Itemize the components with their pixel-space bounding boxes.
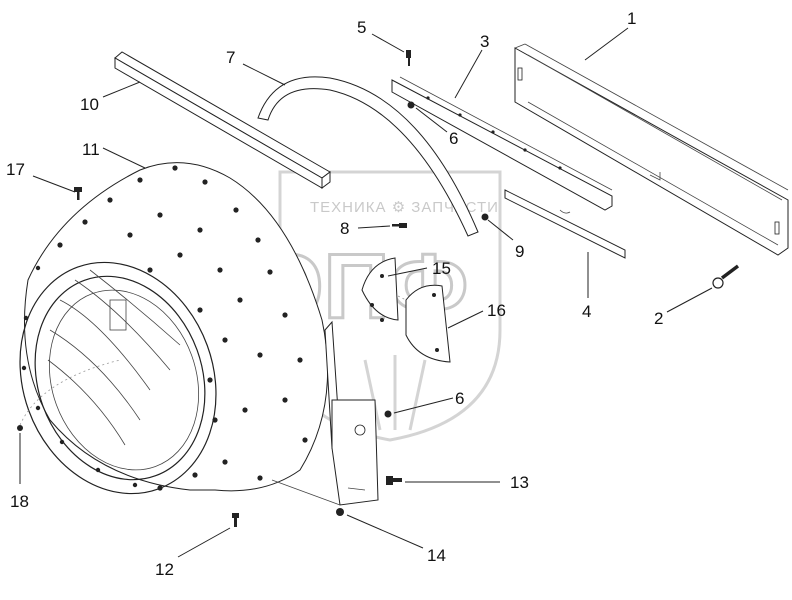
part-1-channel	[514, 43, 789, 256]
part-4-bar	[504, 189, 626, 259]
part-15-bracket	[361, 257, 399, 322]
callout-12: 12	[155, 560, 174, 579]
callout-16: 16	[487, 301, 506, 320]
callout-18: 18	[10, 492, 29, 511]
callout-6-upper: 6	[449, 129, 458, 148]
mounting-bracket	[271, 320, 379, 506]
callout-1: 1	[627, 9, 636, 28]
fastener-13-bolt	[386, 476, 402, 485]
fastener-9-nut	[481, 213, 489, 221]
part-7-arc-strip	[257, 76, 479, 237]
callout-15: 15	[432, 259, 451, 278]
rivets	[21, 165, 308, 491]
fastener-8-bolt	[392, 223, 407, 228]
part-16-half-ring	[397, 284, 451, 363]
callout-8: 8	[340, 219, 349, 238]
callout-11: 11	[82, 140, 100, 159]
callout-labels: 1 2 3 4 5 6 6 7 8 9 10 11 12 13 14 15 16…	[6, 9, 663, 579]
callout-5: 5	[357, 18, 366, 37]
part-3-rail	[391, 76, 613, 211]
fastener-18-nut	[17, 359, 121, 431]
fastener-5-bolt	[406, 50, 411, 66]
leader-lines	[19, 27, 713, 558]
callout-10: 10	[80, 95, 99, 114]
fastener-12-bolt	[232, 513, 239, 527]
callout-9: 9	[515, 242, 524, 261]
callout-17: 17	[6, 160, 25, 179]
fastener-17-bolt	[74, 187, 82, 200]
callout-13: 13	[510, 473, 529, 492]
fastener-6-nut-lower	[384, 410, 392, 418]
callout-14: 14	[427, 546, 446, 565]
callout-3: 3	[480, 32, 489, 51]
fastener-6-nut-upper	[407, 101, 415, 109]
watermark-tagline: ТЕХНИКА ⚙ ЗАПЧАСТИ	[310, 199, 499, 216]
callout-7: 7	[226, 48, 235, 67]
fastener-2-eye-bolt	[712, 264, 740, 289]
callout-2: 2	[654, 309, 663, 328]
part-10-square-bar	[114, 51, 331, 189]
part-11-fan-housing	[19, 162, 329, 495]
fastener-14-nut	[336, 508, 344, 516]
callout-6-lower: 6	[455, 389, 464, 408]
callout-4: 4	[582, 302, 591, 321]
watermark-wheat-icon	[363, 355, 427, 431]
